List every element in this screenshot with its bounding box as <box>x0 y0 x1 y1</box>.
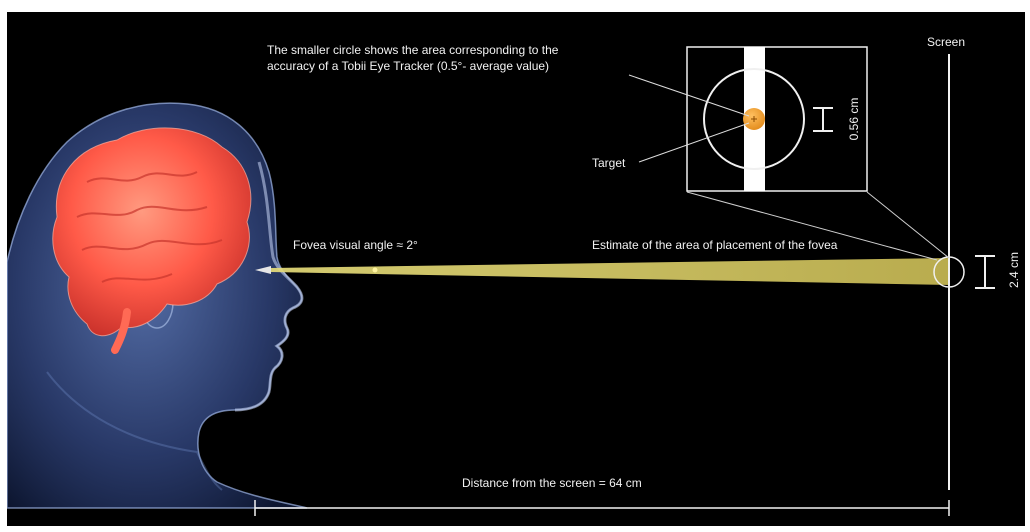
fovea-beam <box>271 258 950 285</box>
target-inset <box>687 47 867 191</box>
accuracy-note-line-2: accuracy of a Tobii Eye Tracker (0.5°- a… <box>267 58 558 74</box>
accuracy-note-line-1: The smaller circle shows the area corres… <box>267 42 558 58</box>
fovea-angle-label: Fovea visual angle ≈ 2° <box>293 237 418 254</box>
inset-size-label: 0.56 cm <box>847 89 861 149</box>
distance-dimension-line <box>255 500 949 516</box>
screen-size-label: 2.4 cm <box>1007 240 1021 300</box>
accuracy-note: The smaller circle shows the area corres… <box>267 42 558 74</box>
angle-marker <box>373 268 378 273</box>
inset-connector-right <box>867 192 949 258</box>
diagram-canvas: Screen The smaller circle shows the area… <box>7 12 1025 526</box>
screen-dimension-bracket <box>975 256 995 288</box>
distance-label: Distance from the screen = 64 cm <box>462 475 642 492</box>
target-label: Target <box>592 155 625 172</box>
screen-label: Screen <box>927 34 965 51</box>
diagram-graphics <box>7 12 1025 526</box>
fovea-estimate-label: Estimate of the area of placement of the… <box>592 237 837 254</box>
